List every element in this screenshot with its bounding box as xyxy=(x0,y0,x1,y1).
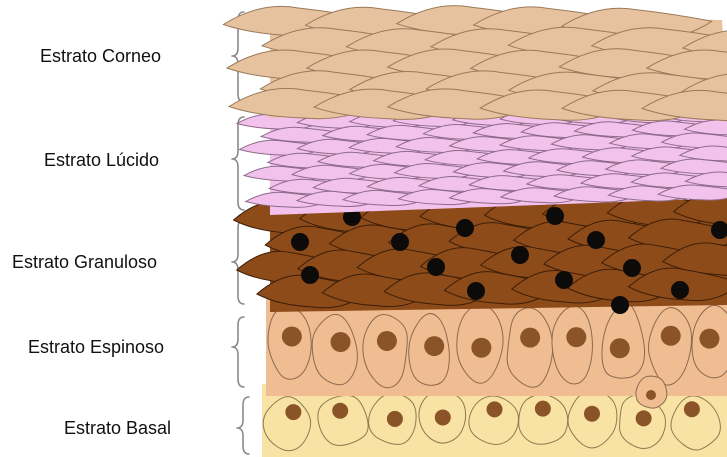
espinoso-nucleus xyxy=(377,331,397,351)
basal-nucleus xyxy=(435,409,451,425)
espinoso-nucleus xyxy=(331,332,351,352)
espinoso-nucleus xyxy=(646,390,656,400)
label-estrato-corneo: Estrato Corneo xyxy=(40,46,161,66)
brace-espinoso xyxy=(232,317,244,387)
basal-nucleus xyxy=(285,404,301,420)
basal-nucleus xyxy=(332,403,348,419)
espinoso-nucleus xyxy=(520,328,540,348)
espinoso-nucleus xyxy=(699,329,719,349)
granuloso-granule xyxy=(456,219,474,237)
layer-estrato-espinoso xyxy=(266,296,727,408)
granuloso-granule xyxy=(587,231,605,249)
basal-nucleus xyxy=(487,401,503,417)
granuloso-granule xyxy=(291,233,309,251)
label-estrato-espinoso: Estrato Espinoso xyxy=(28,337,164,357)
brace-basal xyxy=(237,397,249,454)
basal-nucleus xyxy=(535,401,551,417)
espinoso-nucleus xyxy=(282,326,302,346)
espinoso-nucleus xyxy=(424,336,444,356)
espinoso-nucleus xyxy=(661,326,681,346)
granuloso-granule xyxy=(467,282,485,300)
granuloso-granule xyxy=(555,271,573,289)
label-estrato-basal: Estrato Basal xyxy=(64,418,171,438)
granuloso-granule xyxy=(623,259,641,277)
brace-granuloso xyxy=(232,220,244,304)
basal-nucleus xyxy=(684,401,700,417)
espinoso-nucleus xyxy=(610,338,630,358)
granuloso-granule xyxy=(301,266,319,284)
espinoso-nucleus xyxy=(566,327,586,347)
brace-lucido xyxy=(232,117,244,210)
granuloso-granule xyxy=(611,296,629,314)
granuloso-granule xyxy=(511,246,529,264)
label-estrato-granuloso: Estrato Granuloso xyxy=(12,252,157,272)
layer-estrato-corneo xyxy=(223,6,727,121)
basal-nucleus xyxy=(636,410,652,426)
basal-nucleus xyxy=(584,406,600,422)
basal-cell xyxy=(318,395,368,445)
granuloso-granule xyxy=(671,281,689,299)
label-estrato-lucido: Estrato Lúcido xyxy=(44,150,159,170)
granuloso-granule xyxy=(427,258,445,276)
granuloso-granule xyxy=(546,207,564,225)
basal-nucleus xyxy=(387,411,403,427)
granuloso-granule xyxy=(391,233,409,251)
espinoso-nucleus xyxy=(471,338,491,358)
